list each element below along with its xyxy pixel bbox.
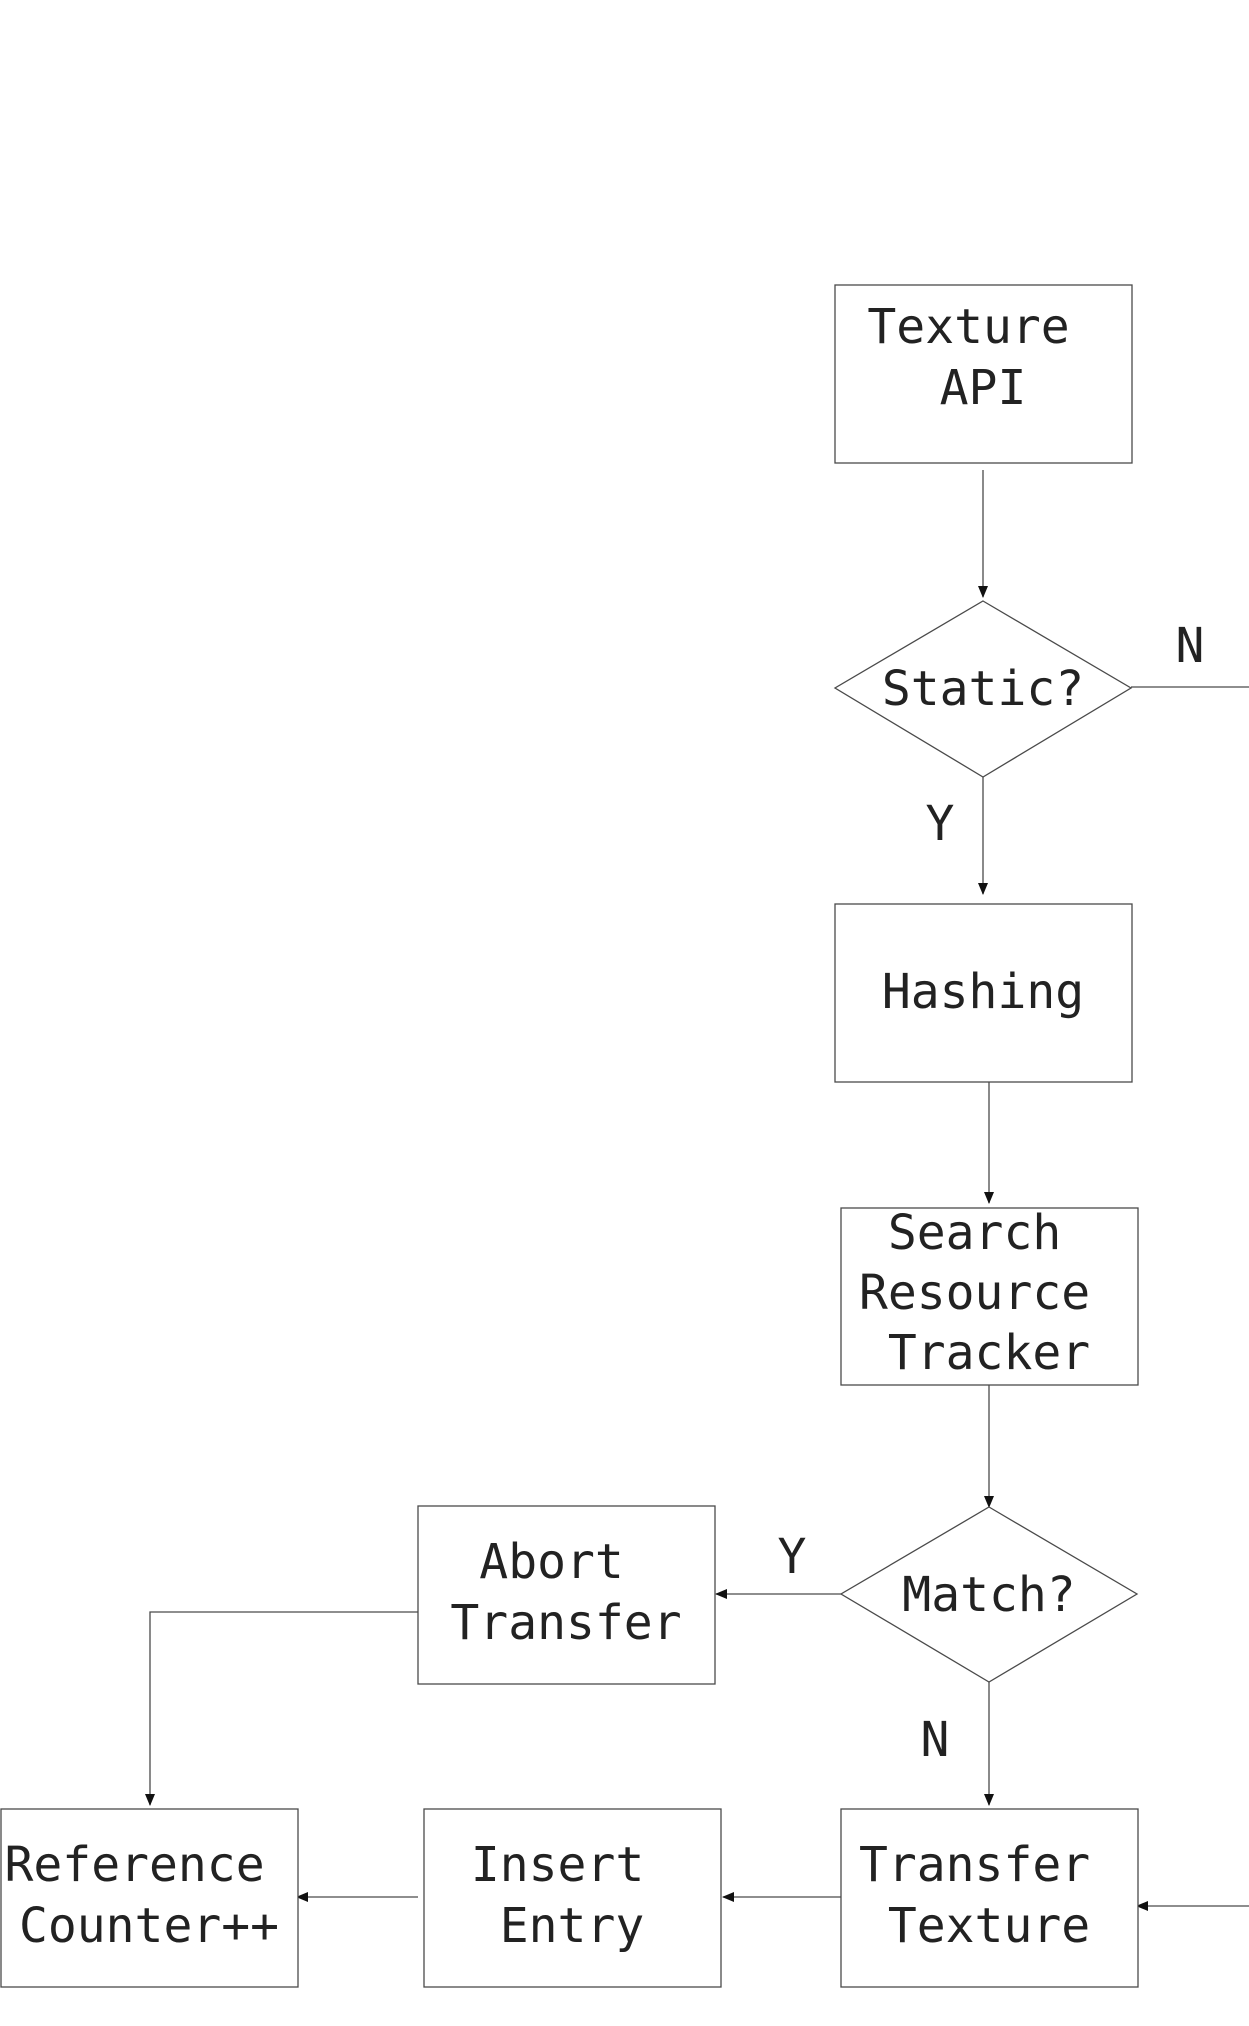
static-decision-diamond: Static? <box>833 600 1133 778</box>
match-yes-label: Y <box>778 1529 807 1585</box>
insert-entry-label: Insert Entry <box>471 1837 673 1954</box>
texture-api-box: Texture API <box>834 284 1133 464</box>
edges <box>145 470 1249 1911</box>
edge-labels: N Y Y N <box>778 618 1205 1768</box>
match-decision-diamond: Match? <box>839 1506 1139 1683</box>
search-resource-tracker-label: Search Resource Tracker <box>859 1205 1119 1381</box>
insert-entry-box: Insert Entry <box>423 1808 722 1988</box>
static-no-label: N <box>1176 618 1205 674</box>
reference-counter-label: Reference Counter++ <box>5 1837 294 1954</box>
edge-static-no-to-transfer-texture <box>1131 686 1249 1911</box>
texture-api-label: Texture API <box>867 299 1098 416</box>
edge-abort-to-reference-counter <box>145 1611 418 1806</box>
hashing-label: Hashing <box>882 964 1084 1020</box>
transfer-texture-label: Transfer Texture <box>859 1837 1119 1954</box>
match-no-label: N <box>921 1712 950 1768</box>
transfer-texture-box: Transfer Texture <box>840 1808 1139 1988</box>
static-yes-label: Y <box>926 796 955 852</box>
static-decision-label: Static? <box>882 661 1084 717</box>
abort-transfer-box: Abort Transfer <box>417 1505 716 1685</box>
reference-counter-box: Reference Counter++ <box>0 1808 299 1988</box>
nodes: Texture API Static? Hashing Search Resou… <box>0 284 1139 1988</box>
hashing-box: Hashing <box>834 903 1133 1083</box>
match-decision-label: Match? <box>902 1567 1075 1623</box>
search-resource-tracker-box: Search Resource Tracker <box>840 1205 1139 1386</box>
abort-transfer-label: Abort Transfer <box>450 1534 681 1651</box>
